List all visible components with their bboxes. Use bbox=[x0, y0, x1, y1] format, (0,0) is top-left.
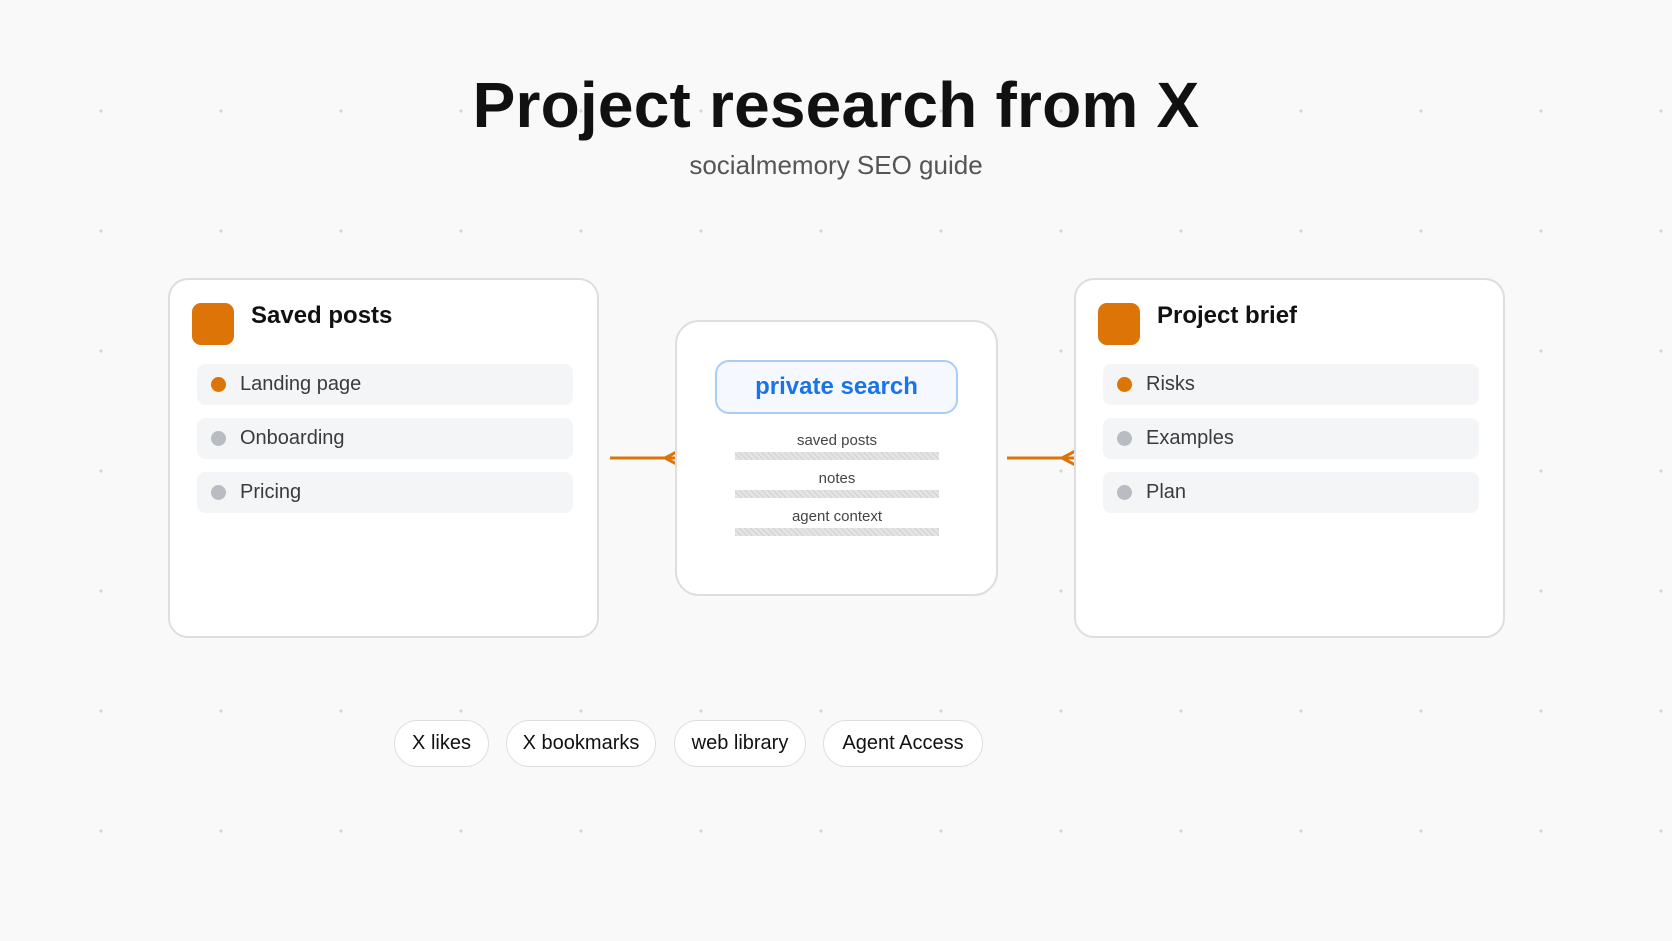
list-item[interactable]: Landing page bbox=[197, 364, 573, 405]
hub-source-label: saved posts bbox=[796, 432, 878, 449]
chip-agent-access[interactable]: Agent Access bbox=[823, 720, 983, 767]
private-search-button[interactable]: private search bbox=[715, 360, 958, 414]
card-title: Saved posts bbox=[251, 302, 393, 329]
hub-source-row: saved posts bbox=[735, 432, 939, 470]
hub-source-label: notes bbox=[818, 470, 856, 487]
status-dot-icon bbox=[211, 431, 226, 446]
page-subtitle: socialmemory SEO guide bbox=[689, 150, 983, 180]
card-item-list: Risks Examples Plan bbox=[1103, 364, 1479, 526]
list-item[interactable]: Pricing bbox=[197, 472, 573, 513]
page-title: Project research from X bbox=[472, 69, 1200, 141]
list-item-label: Examples bbox=[1146, 427, 1234, 449]
hub-source-row: notes bbox=[735, 470, 939, 508]
status-dot-icon bbox=[211, 485, 226, 500]
hub-source-list: saved posts notes agent context bbox=[735, 432, 939, 546]
card-title: Project brief bbox=[1157, 302, 1298, 329]
hub-source-bar bbox=[735, 452, 939, 460]
list-item[interactable]: Onboarding bbox=[197, 418, 573, 459]
hub-source-bar bbox=[735, 528, 939, 536]
orange-square-icon bbox=[192, 303, 234, 345]
list-item-label: Landing page bbox=[240, 373, 362, 395]
arrow-left-icon bbox=[1007, 445, 1084, 470]
list-item-label: Plan bbox=[1146, 481, 1187, 503]
list-item-label: Onboarding bbox=[240, 427, 345, 449]
list-item[interactable]: Plan bbox=[1103, 472, 1479, 513]
chip-web-library[interactable]: web library bbox=[674, 720, 806, 767]
list-item-label: Pricing bbox=[240, 481, 302, 503]
list-item-label: Risks bbox=[1146, 373, 1195, 395]
hub-source-bar bbox=[735, 490, 939, 498]
status-dot-icon bbox=[1117, 377, 1132, 392]
chip-x-likes[interactable]: X likes bbox=[394, 720, 489, 767]
project-brief-card: Project brief Risks Examples Plan bbox=[1074, 278, 1505, 638]
chip-x-bookmarks[interactable]: X bookmarks bbox=[506, 720, 656, 767]
list-item[interactable]: Examples bbox=[1103, 418, 1479, 459]
hub-source-label: agent context bbox=[791, 508, 883, 525]
status-dot-icon bbox=[1117, 431, 1132, 446]
orange-square-icon bbox=[1098, 303, 1140, 345]
card-item-list: Landing page Onboarding Pricing bbox=[197, 364, 573, 526]
list-item[interactable]: Risks bbox=[1103, 364, 1479, 405]
saved-posts-card: Saved posts Landing page Onboarding Pric… bbox=[168, 278, 599, 638]
status-dot-icon bbox=[211, 377, 226, 392]
status-dot-icon bbox=[1117, 485, 1132, 500]
hub-source-row: agent context bbox=[735, 508, 939, 546]
private-search-hub: private search saved posts notes agent c… bbox=[675, 320, 998, 596]
